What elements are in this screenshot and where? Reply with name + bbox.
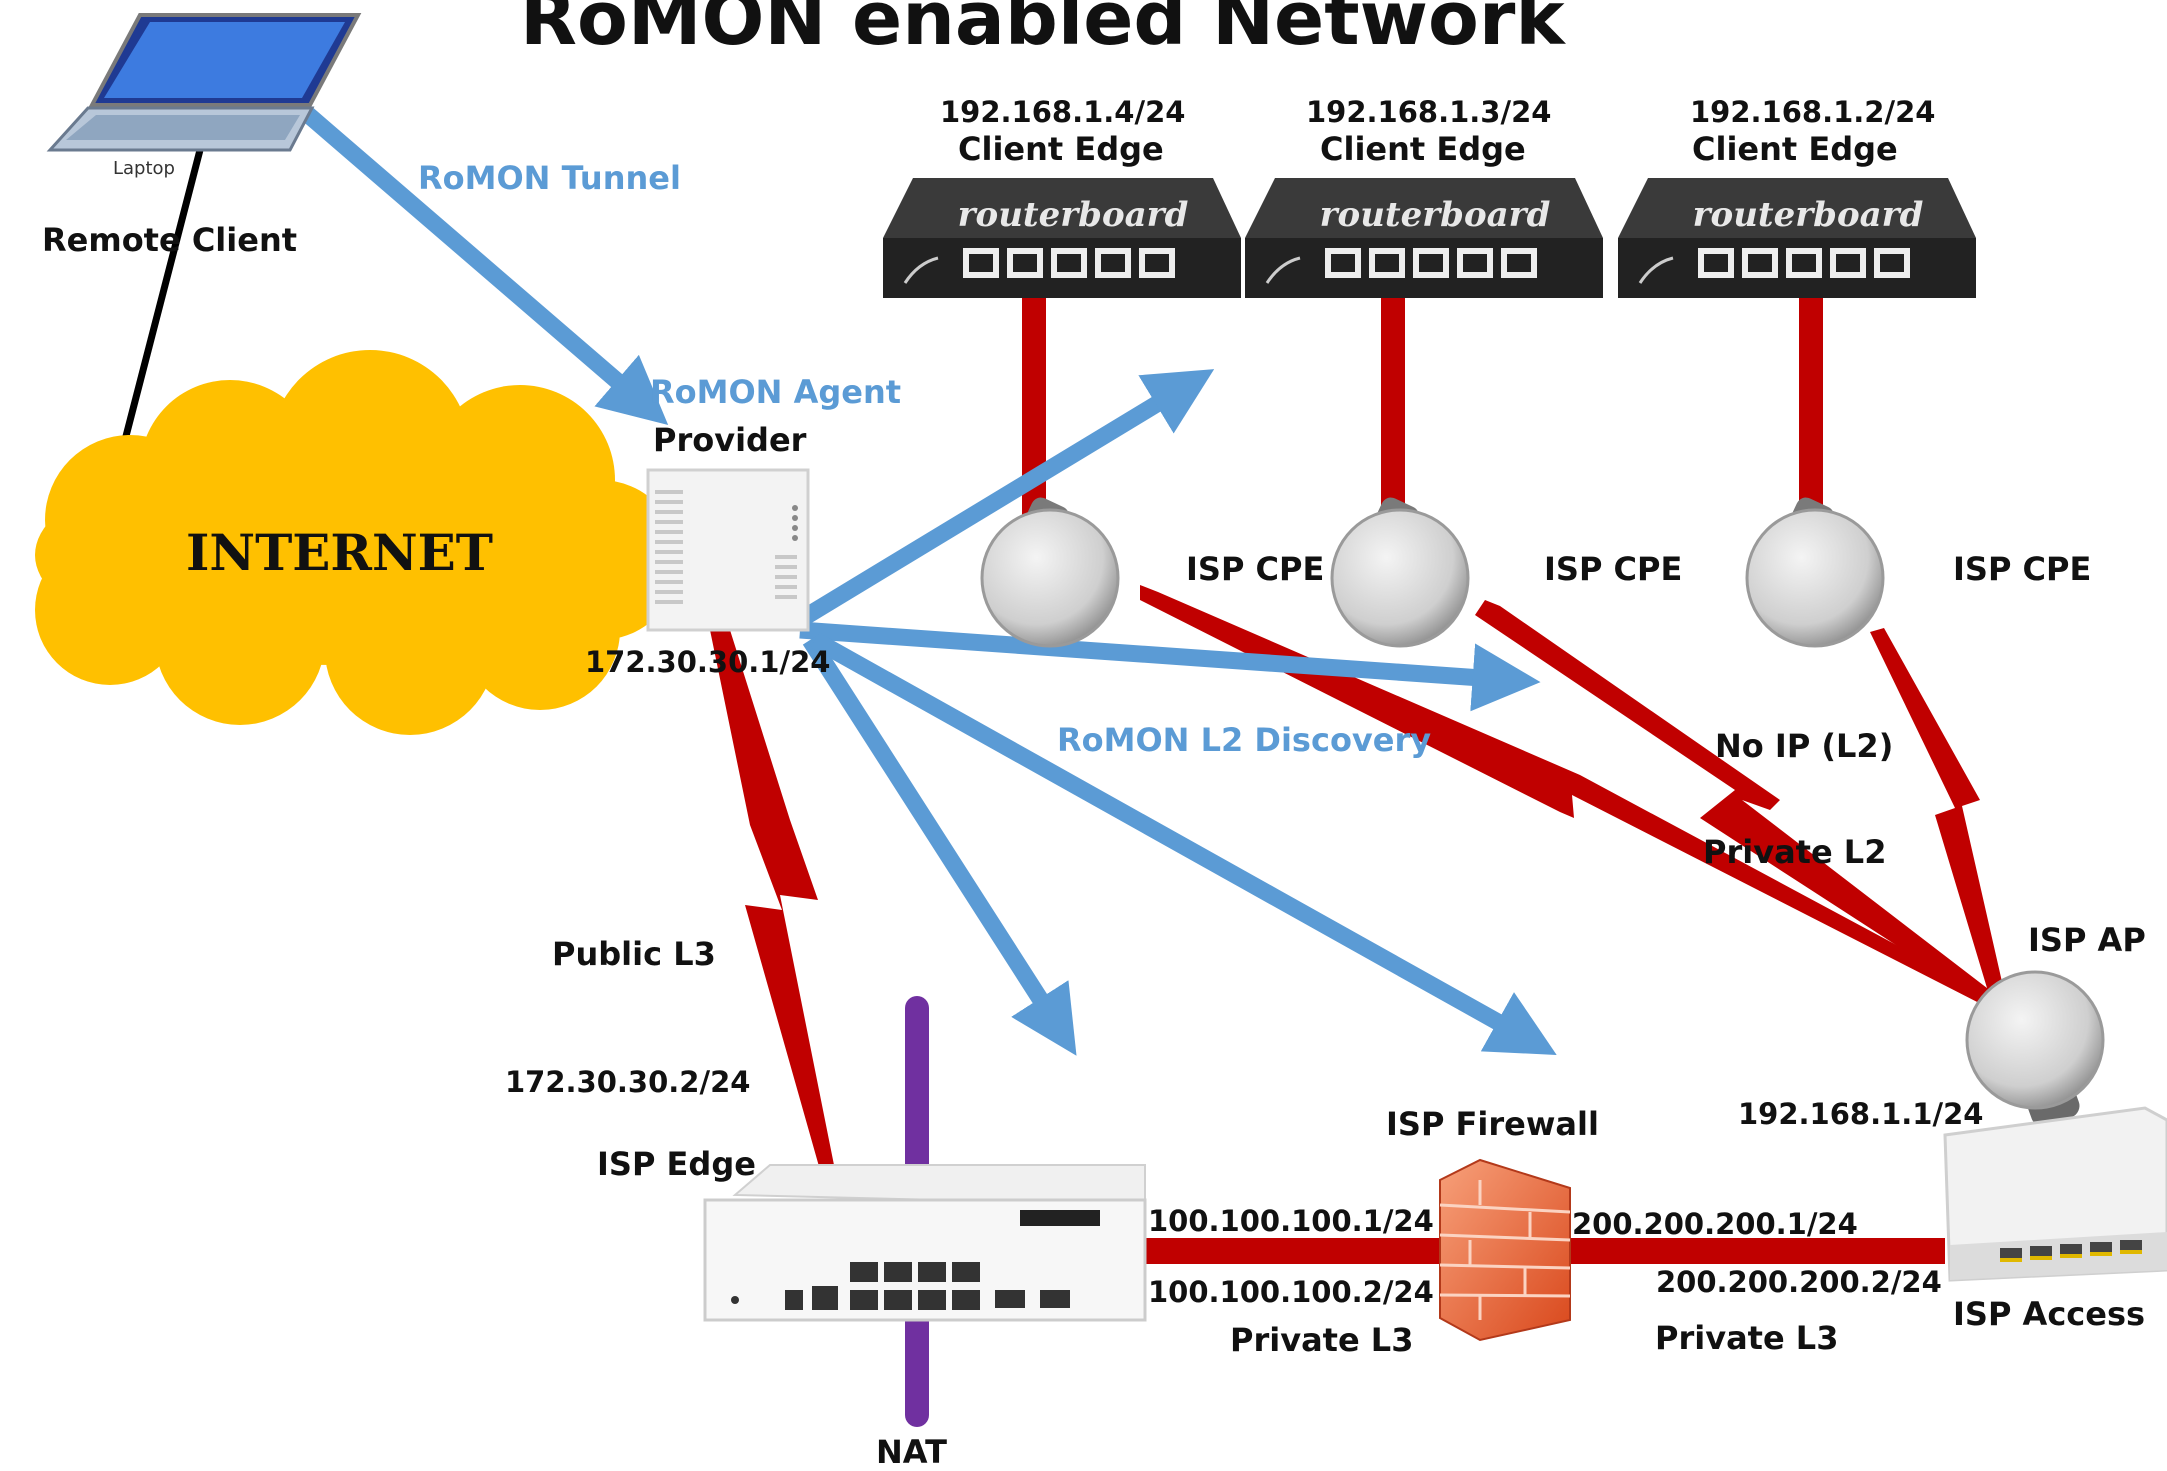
romon-arrow-client-edge [795, 369, 1215, 628]
cpe-dish-1-icon [980, 497, 1120, 648]
cpe-3-label: ISP CPE [1953, 550, 2092, 588]
private-l3-right-label: Private L3 [1655, 1319, 1839, 1357]
isp-access-router-icon [1943, 1106, 2167, 1282]
isp-edge-ip-label: 172.30.30.2/24 [505, 1065, 751, 1099]
wireless-link-cpe-1 [1140, 585, 1995, 1006]
fw-left-bottom-ip: 100.100.100.2/24 [1148, 1275, 1434, 1309]
client-3-role: Client Edge [1692, 130, 1898, 168]
internet-cloud [35, 350, 680, 735]
cpe-2-label: ISP CPE [1544, 550, 1683, 588]
isp-ap-dish-icon [1965, 970, 2105, 1127]
cpe-dish-2-icon [1330, 497, 1470, 648]
romon-l2-discovery-label: RoMON L2 Discovery [1057, 721, 1432, 759]
cpe-dish-3-icon [1745, 497, 1885, 648]
wireless-link-cpe-2 [1475, 600, 2000, 1006]
provider-router-icon [646, 468, 810, 632]
isp-edge-switch-icon [703, 1164, 1147, 1322]
client-2-ip: 192.168.1.3/24 [1306, 95, 1552, 129]
provider-ip-label: 172.30.30.1/24 [585, 645, 831, 679]
romon-arrow-firewall [810, 632, 1557, 1055]
wireless-link-provider-edge [710, 630, 835, 1170]
isp-ap-ip-label: 192.168.1.1/24 [1738, 1097, 1984, 1131]
client-2-role: Client Edge [1320, 130, 1526, 168]
provider-label: Provider [653, 421, 807, 459]
isp-firewall-label: ISP Firewall [1386, 1105, 1599, 1143]
fw-right-bottom-ip: 200.200.200.2/24 [1656, 1265, 1942, 1299]
romon-arrow-isp-edge [802, 635, 1077, 1056]
internet-label: INTERNET [186, 523, 493, 582]
routerboard-3-icon: routerboard [1618, 178, 1976, 298]
routerboard-3-brand: routerboard [1693, 195, 1924, 235]
nat-label: NAT [876, 1433, 947, 1471]
routerboard-1-brand: routerboard [958, 195, 1189, 235]
fw-right-top-ip: 200.200.200.1/24 [1572, 1207, 1858, 1241]
isp-ap-label: ISP AP [2028, 921, 2146, 959]
romon-tunnel-arrow [299, 105, 669, 425]
romon-agent-label: RoMON Agent [650, 373, 902, 411]
fw-left-top-ip: 100.100.100.1/24 [1148, 1204, 1434, 1238]
wireless-link-cpe-3 [1870, 628, 2005, 998]
isp-firewall-icon [1439, 1158, 1571, 1342]
routerboard-2-icon: routerboard [1245, 178, 1603, 298]
laptop-icon [46, 13, 362, 152]
private-l3-left-label: Private L3 [1230, 1321, 1414, 1359]
laptop-label: Laptop [113, 158, 175, 179]
link-edge-firewall [1145, 1238, 1445, 1264]
isp-edge-label: ISP Edge [597, 1145, 756, 1183]
link-client-cpe-2 [1381, 290, 1405, 530]
romon-arrow-cpe [799, 621, 1541, 712]
isp-access-label: ISP Access [1953, 1295, 2146, 1333]
page-title: RoMON enabled Network [520, 0, 1565, 62]
client-1-role: Client Edge [958, 130, 1164, 168]
link-client-cpe-1 [1022, 290, 1046, 530]
romon-tunnel-label: RoMON Tunnel [418, 159, 681, 197]
client-1-ip: 192.168.1.4/24 [940, 95, 1186, 129]
public-l3-label: Public L3 [552, 935, 716, 973]
cpe-1-label: ISP CPE [1186, 550, 1325, 588]
remote-client-label: Remote Client [42, 221, 298, 259]
client-3-ip: 192.168.1.2/24 [1690, 95, 1936, 129]
romon-arrows [299, 105, 1557, 1056]
private-l2-label: Private L2 [1703, 833, 1887, 871]
routerboard-2-brand: routerboard [1320, 195, 1551, 235]
routerboard-1-icon: routerboard [883, 178, 1241, 298]
no-ip-l2-label: No IP (L2) [1715, 727, 1894, 765]
remote-client-link [121, 149, 204, 441]
link-firewall-access [1565, 1238, 1945, 1264]
link-client-cpe-3 [1799, 290, 1823, 530]
